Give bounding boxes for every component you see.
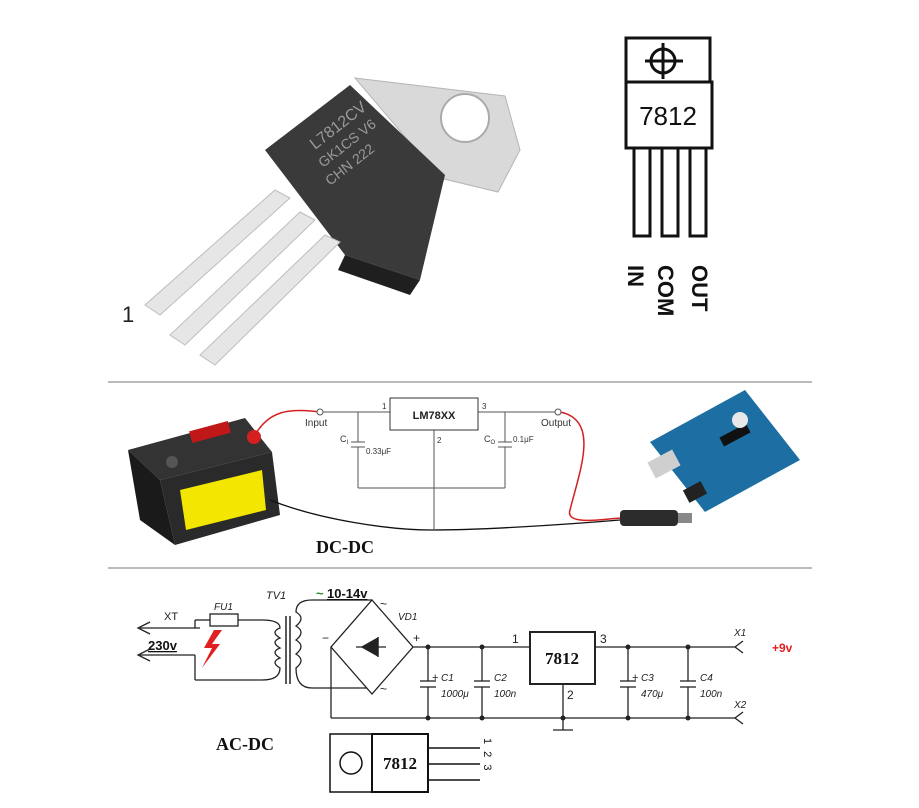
high-voltage-icon [202,630,222,668]
reg-pin2: 2 [567,688,574,702]
mains-voltage: 230v [148,638,178,653]
dcdc-pin3: 3 [482,402,487,411]
dcdc-caption: DC-DC [316,537,374,557]
c2-value: 100n [494,689,517,700]
bridge-plus: + [413,631,420,645]
reg-label: 7812 [545,649,579,668]
dcdc-ic-label: LM78XX [413,410,456,422]
to220-photo: L7812CV GK1CS V6 CHN 222 [144,77,521,366]
bridge-ac-bottom: ~ [380,682,387,696]
c3-value: 470μ [641,689,664,700]
pin-label-in: IN [623,265,648,287]
wire-red-input [253,409,321,438]
arduino-photo [647,390,800,512]
c3-plus: + [632,672,638,684]
c4-value: 100n [700,689,723,700]
output-voltage: +9v [772,641,793,655]
x2-label: X2 [733,700,747,711]
xt-label: XT [164,611,178,623]
dcdc-pin2: 2 [437,436,442,445]
bridge-label: VD1 [398,612,417,623]
photo-number-label: 1 [122,302,134,327]
bridge-minus: − [322,631,329,645]
pinout-drawing [624,36,714,238]
dc-plug [620,510,678,526]
junction-dots [425,644,691,721]
dcdc-pin1: 1 [382,402,387,411]
secondary-voltage: 10-14v [327,586,368,601]
wire-red-output [559,411,621,522]
wire-black-ground [269,499,621,531]
c4-label: C4 [700,673,713,684]
package-drawing [329,733,480,793]
package-label: 7812 [383,754,417,773]
pin-label-com: COM [653,265,678,316]
secondary-voltage-tilde: ~ [316,586,324,601]
acdc-schematic [136,599,744,731]
pinout-part-label: 7812 [639,101,697,131]
dcdc-input-label: Input [305,418,327,429]
dcdc-co-label: CO [484,434,496,446]
reg-pin3: 3 [600,632,607,646]
transformer-label: TV1 [266,590,286,602]
dcdc-co-value: 0.1μF [513,435,534,444]
dcdc-output-label: Output [541,418,571,429]
c1-label: C1 [441,673,454,684]
x1-label: X1 [733,628,746,639]
acdc-caption: AC-DC [216,734,274,754]
bridge-ac-top: ~ [380,597,387,611]
fuse-label: FU1 [214,602,233,613]
c1-plus: + [432,672,438,684]
dcdc-ci-label: CI [340,434,349,446]
dcdc-ci-value: 0.33μF [366,447,391,456]
battery-photo [128,418,280,545]
dcdc-schematic [316,397,562,530]
pin-label-out: OUT [687,265,712,312]
package-pins: 1 2 3 [481,738,493,772]
reg-pin1: 1 [512,632,519,646]
c2-label: C2 [494,673,507,684]
c3-label: C3 [641,673,654,684]
c1-value: 1000μ [441,689,469,700]
